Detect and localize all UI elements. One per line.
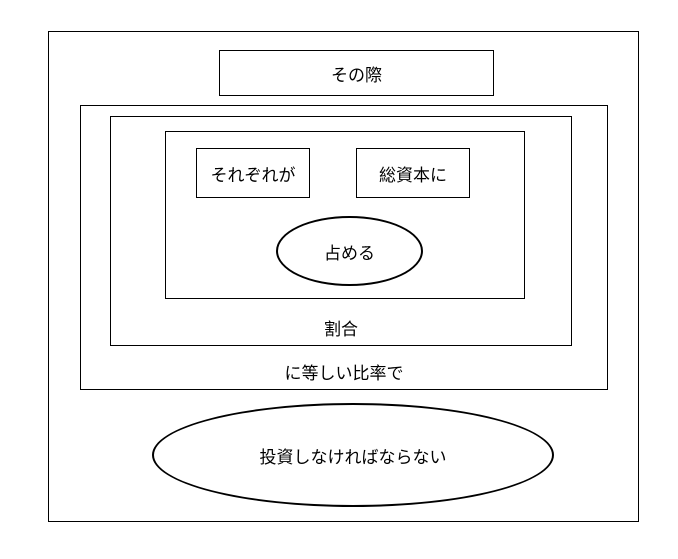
top-box: その際: [219, 50, 494, 96]
total-capital-box: 総資本に: [356, 148, 470, 198]
outer-frame: [48, 31, 639, 522]
each-box-text: それぞれが: [210, 165, 296, 186]
invest-ellipse: 投資しなければならない: [152, 403, 554, 507]
proportion-box: [110, 116, 572, 346]
ratio-box-label: に等しい比率で: [284, 364, 404, 384]
each-box: それぞれが: [196, 148, 310, 198]
ratio-box: [80, 105, 608, 390]
occupy-ellipse-text: 占める: [324, 243, 375, 264]
proportion-box-label: 割合: [324, 320, 358, 340]
invest-ellipse-text: 投資しなければならない: [259, 447, 447, 468]
inner-box: [165, 131, 525, 299]
occupy-ellipse: 占める: [276, 216, 423, 286]
total-capital-box-text: 総資本に: [379, 165, 447, 186]
top-box-text: その際: [331, 65, 382, 86]
